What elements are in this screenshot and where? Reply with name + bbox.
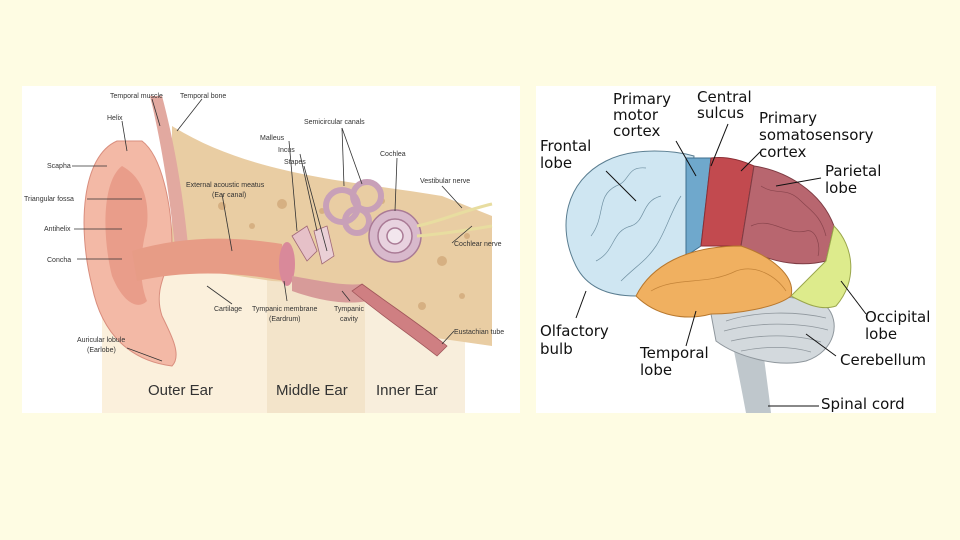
- label-helix: Helix: [107, 115, 123, 122]
- label-somatosensory-1: Primary: [759, 109, 817, 127]
- label-temporal-muscle: Temporal muscle: [110, 93, 163, 100]
- label-somatosensory-3: cortex: [759, 143, 806, 161]
- label-stapes: Stapes: [284, 159, 306, 166]
- label-scapha: Scapha: [47, 163, 71, 170]
- label-ear-canal: (Ear canal): [212, 192, 246, 199]
- label-triangular-fossa: Triangular fossa: [24, 196, 74, 203]
- label-external-meatus: External acoustic meatus: [186, 182, 265, 189]
- label-olfactory-2: bulb: [540, 340, 573, 358]
- parietal-lobe-shape: [741, 166, 834, 264]
- label-cochlea: Cochlea: [380, 151, 406, 158]
- label-incus: Incus: [278, 147, 295, 154]
- label-occipital-1: Occipital: [865, 308, 930, 326]
- brain-diagram-panel: Primary motor cortex Central sulcus Prim…: [536, 86, 936, 413]
- label-spinal-cord: Spinal cord: [821, 395, 905, 413]
- label-parietal-1: Parietal: [825, 162, 881, 180]
- label-frontal-1: Frontal: [540, 137, 591, 155]
- ear-diagram: Temporal muscle Temporal bone Helix Semi…: [22, 86, 520, 413]
- label-earlobe: (Earlobe): [87, 347, 116, 354]
- label-somatosensory-2: somatosensory: [759, 126, 874, 144]
- label-parietal-2: lobe: [825, 179, 857, 197]
- cochlea-shape: [369, 210, 421, 262]
- label-eardrum: (Eardrum): [269, 316, 301, 323]
- label-cartilage: Cartilage: [214, 306, 242, 313]
- label-tympanic-cavity-1: Tympanic: [334, 306, 364, 313]
- section-inner-ear: Inner Ear: [376, 382, 438, 399]
- label-auricular-lobule: Auricular lobule: [77, 337, 125, 344]
- section-middle-ear: Middle Ear: [276, 382, 348, 399]
- label-occipital-2: lobe: [865, 325, 897, 343]
- label-vestibular-nerve: Vestibular nerve: [420, 178, 470, 185]
- section-outer-ear: Outer Ear: [148, 382, 213, 399]
- label-primary-motor-3: cortex: [613, 122, 660, 140]
- label-temporal-2: lobe: [640, 361, 672, 379]
- label-cochlear-nerve: Cochlear nerve: [454, 241, 502, 248]
- label-olfactory-1: Olfactory: [540, 322, 609, 340]
- label-frontal-2: lobe: [540, 154, 572, 172]
- label-central-sulcus-2: sulcus: [697, 104, 744, 122]
- label-temporal-1: Temporal: [639, 344, 709, 362]
- ear-diagram-panel: Temporal muscle Temporal bone Helix Semi…: [22, 86, 520, 413]
- label-antihelix: Antihelix: [44, 226, 71, 233]
- label-tympanic-membrane: Tympanic membrane: [252, 306, 317, 313]
- label-malleus: Malleus: [260, 135, 285, 142]
- label-temporal-bone: Temporal bone: [180, 93, 226, 100]
- label-cerebellum: Cerebellum: [840, 351, 926, 369]
- label-concha: Concha: [47, 257, 71, 264]
- brain-diagram: Primary motor cortex Central sulcus Prim…: [536, 86, 936, 413]
- label-eustachian-tube: Eustachian tube: [454, 329, 504, 336]
- label-tympanic-cavity-2: cavity: [340, 316, 358, 323]
- label-semicircular-canals: Semicircular canals: [304, 119, 365, 126]
